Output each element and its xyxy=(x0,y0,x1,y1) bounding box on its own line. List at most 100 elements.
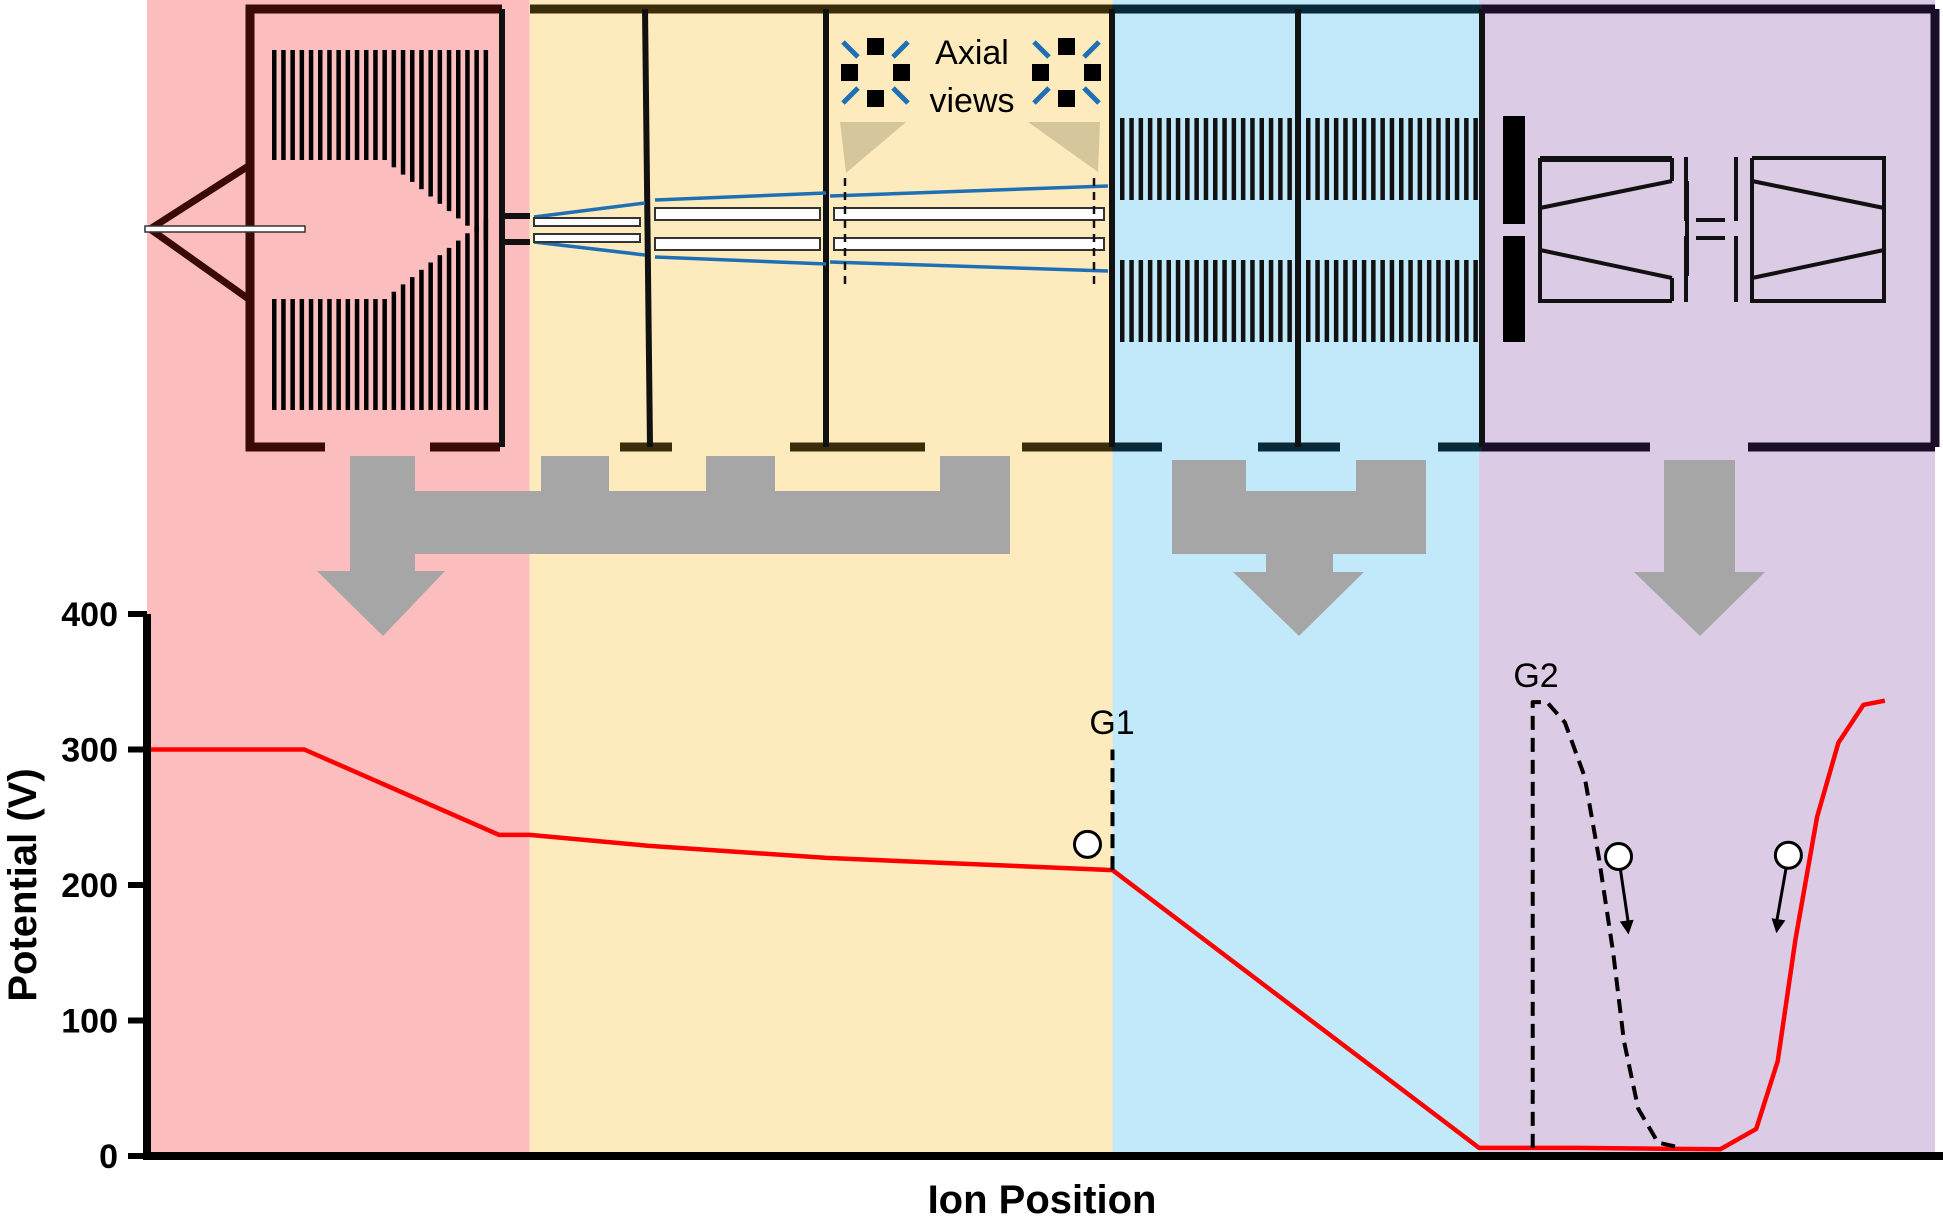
drift-electrode-top xyxy=(1129,118,1134,200)
drift-electrode-top xyxy=(1417,118,1423,200)
drift-electrode-top xyxy=(1194,118,1199,200)
drift-electrode-top xyxy=(1268,118,1274,200)
drift-electrode-bottom xyxy=(1120,260,1125,342)
drift-electrode-bottom xyxy=(1213,260,1218,342)
funnel-electrode-top xyxy=(456,50,461,219)
funnel-electrode-top xyxy=(354,50,360,160)
drift-electrode-top xyxy=(1157,118,1162,200)
funnel-electrode-top xyxy=(336,50,341,160)
funnel-electrode-top xyxy=(391,50,397,168)
drift-electrode-bottom xyxy=(1203,260,1209,342)
drift-electrode-top xyxy=(1259,118,1264,200)
axial-view-icon-right xyxy=(1032,38,1101,107)
funnel-electrode-bottom xyxy=(345,299,351,410)
drift-electrode-top xyxy=(1250,118,1255,200)
drift-electrode-bottom xyxy=(1417,260,1423,342)
axial-views-label-line1: Axial xyxy=(935,34,1009,72)
ion-markers xyxy=(1072,829,1803,935)
drift-electrode-bottom xyxy=(1454,260,1460,342)
funnel-electrode-top xyxy=(327,50,332,160)
y-tick-label: 100 xyxy=(61,1003,118,1041)
drift-electrode-top xyxy=(1436,118,1441,200)
drift-electrode-top xyxy=(1371,118,1376,200)
funnel-electrode-top xyxy=(446,50,452,212)
drift-electrode-top xyxy=(1185,118,1190,200)
drift-electrode-bottom xyxy=(1306,260,1311,342)
drift-electrode-top xyxy=(1306,118,1311,200)
drift-electrode-top xyxy=(1166,118,1171,200)
drift-electrode-top xyxy=(1380,118,1385,200)
funnel-electrode-bottom xyxy=(281,299,286,410)
funnel-electrode-bottom xyxy=(299,299,305,410)
funnel-electrode-bottom xyxy=(474,226,479,410)
drift-electrode-top xyxy=(1213,118,1218,200)
funnel-electrode-bottom xyxy=(428,262,433,410)
drift-electrode-top xyxy=(1399,118,1404,200)
drift-electrode-bottom xyxy=(1436,260,1441,342)
funnel-electrode-top xyxy=(373,50,378,160)
drift-electrode-bottom xyxy=(1185,260,1190,342)
drift-electrode-bottom xyxy=(1278,260,1283,342)
y-tick-label: 300 xyxy=(61,732,118,770)
funnel-electrode-top xyxy=(465,50,470,226)
drift-electrode-bottom xyxy=(1343,260,1348,342)
ion-trap-housing xyxy=(530,4,1112,452)
funnel-electrode-bottom xyxy=(364,299,369,410)
funnel-electrode-bottom xyxy=(437,255,443,410)
drift-electrode-bottom xyxy=(1231,260,1237,342)
y-axis-title: Potential (V) xyxy=(1,768,45,1001)
drift-electrode-top xyxy=(1315,118,1320,200)
drift-tube-housing xyxy=(1109,4,1485,452)
funnel-electrode-bottom xyxy=(327,299,332,410)
arrow-detector xyxy=(1634,460,1765,636)
drift-electrode-top xyxy=(1175,118,1181,200)
region-band-2 xyxy=(529,0,1113,1156)
drift-electrode-bottom xyxy=(1445,260,1450,342)
y-tick-label: 400 xyxy=(61,596,118,634)
funnel-electrode-top xyxy=(290,50,295,160)
drift-electrode-bottom xyxy=(1352,260,1357,342)
ion-guide-optics xyxy=(533,178,1109,290)
funnel-electrode-top xyxy=(483,50,489,241)
funnel-electrode-bottom xyxy=(382,299,387,410)
arrow-drift xyxy=(1172,460,1426,636)
funnel-electrode-top xyxy=(318,50,323,160)
drift-electrode-top xyxy=(1231,118,1237,200)
drift-electrode-bottom xyxy=(1138,260,1144,342)
funnel-electrode-top xyxy=(428,50,433,197)
drift-electrode-bottom xyxy=(1222,260,1227,342)
drift-electrode-bottom xyxy=(1361,260,1367,342)
drift-tube-electrodes xyxy=(1120,118,1478,342)
funnel-electrode-top xyxy=(437,50,443,204)
funnel-electrode-bottom xyxy=(391,291,397,410)
drift-electrode-bottom xyxy=(1268,260,1274,342)
drift-electrode-top xyxy=(1138,118,1144,200)
drift-electrode-top xyxy=(1389,118,1395,200)
gate-g2-label: G2 xyxy=(1513,657,1558,695)
funnel-electrode-bottom xyxy=(290,299,295,410)
funnel-electrode-bottom xyxy=(465,233,470,410)
funnel-electrode-top xyxy=(419,50,424,190)
funnel-electrode-bottom xyxy=(318,299,323,410)
funnel-electrode-top xyxy=(299,50,305,160)
funnel-electrode-top xyxy=(474,50,479,233)
funnel-electrode-top xyxy=(281,50,286,160)
funnel-electrode-bottom xyxy=(419,269,424,410)
funnel-electrode-bottom xyxy=(446,247,452,410)
funnel-electrode-top xyxy=(410,50,415,182)
drift-electrode-top xyxy=(1278,118,1283,200)
funnel-electrode-top xyxy=(382,50,387,160)
detector-trap xyxy=(1503,116,1886,342)
flow-arrows xyxy=(317,456,1765,636)
x-axis-title: Ion Position xyxy=(928,1178,1157,1221)
drift-electrode-bottom xyxy=(1240,260,1246,342)
drift-electrode-top xyxy=(1343,118,1348,200)
drift-electrode-bottom xyxy=(1380,260,1385,342)
funnel-electrode-bottom xyxy=(373,299,378,410)
drift-electrode-bottom xyxy=(1287,260,1292,342)
arrow-source-trap xyxy=(317,456,1010,636)
drift-electrode-bottom xyxy=(1175,260,1181,342)
funnel-electrode-top xyxy=(308,50,314,160)
